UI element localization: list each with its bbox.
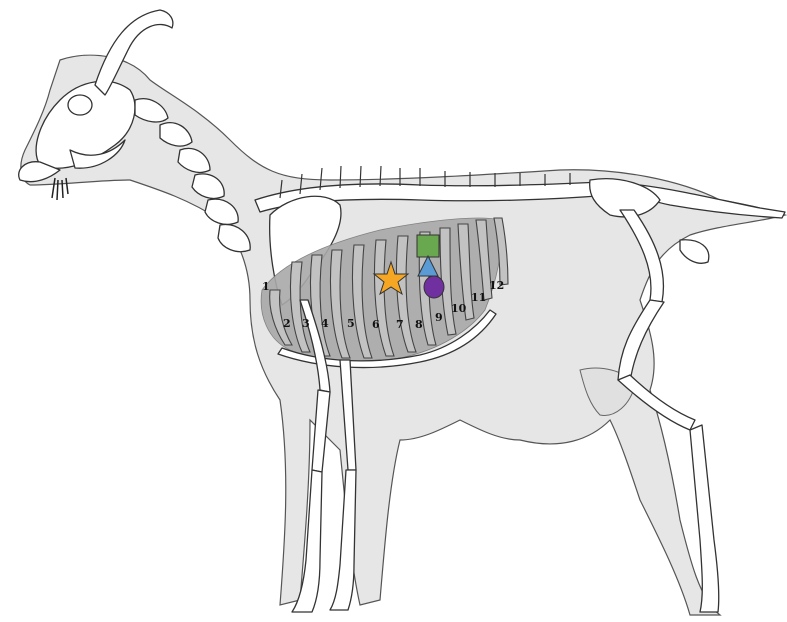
rib-label-11: 11 [471,291,486,304]
rib-label-3: 3 [302,317,310,330]
rib-label-2: 2 [283,317,291,330]
rib-label-12: 12 [489,279,504,292]
square-marker [417,235,439,257]
rib-label-5: 5 [347,317,355,330]
rib-label-10: 10 [451,302,467,315]
circle-marker [424,276,444,298]
rib-label-8: 8 [415,318,423,331]
rib-label-6: 6 [372,318,380,331]
rib-label-9: 9 [435,311,443,324]
rib-label-1: 1 [262,280,270,293]
rib-label-4: 4 [321,317,329,330]
rib-label-7: 7 [396,318,404,331]
